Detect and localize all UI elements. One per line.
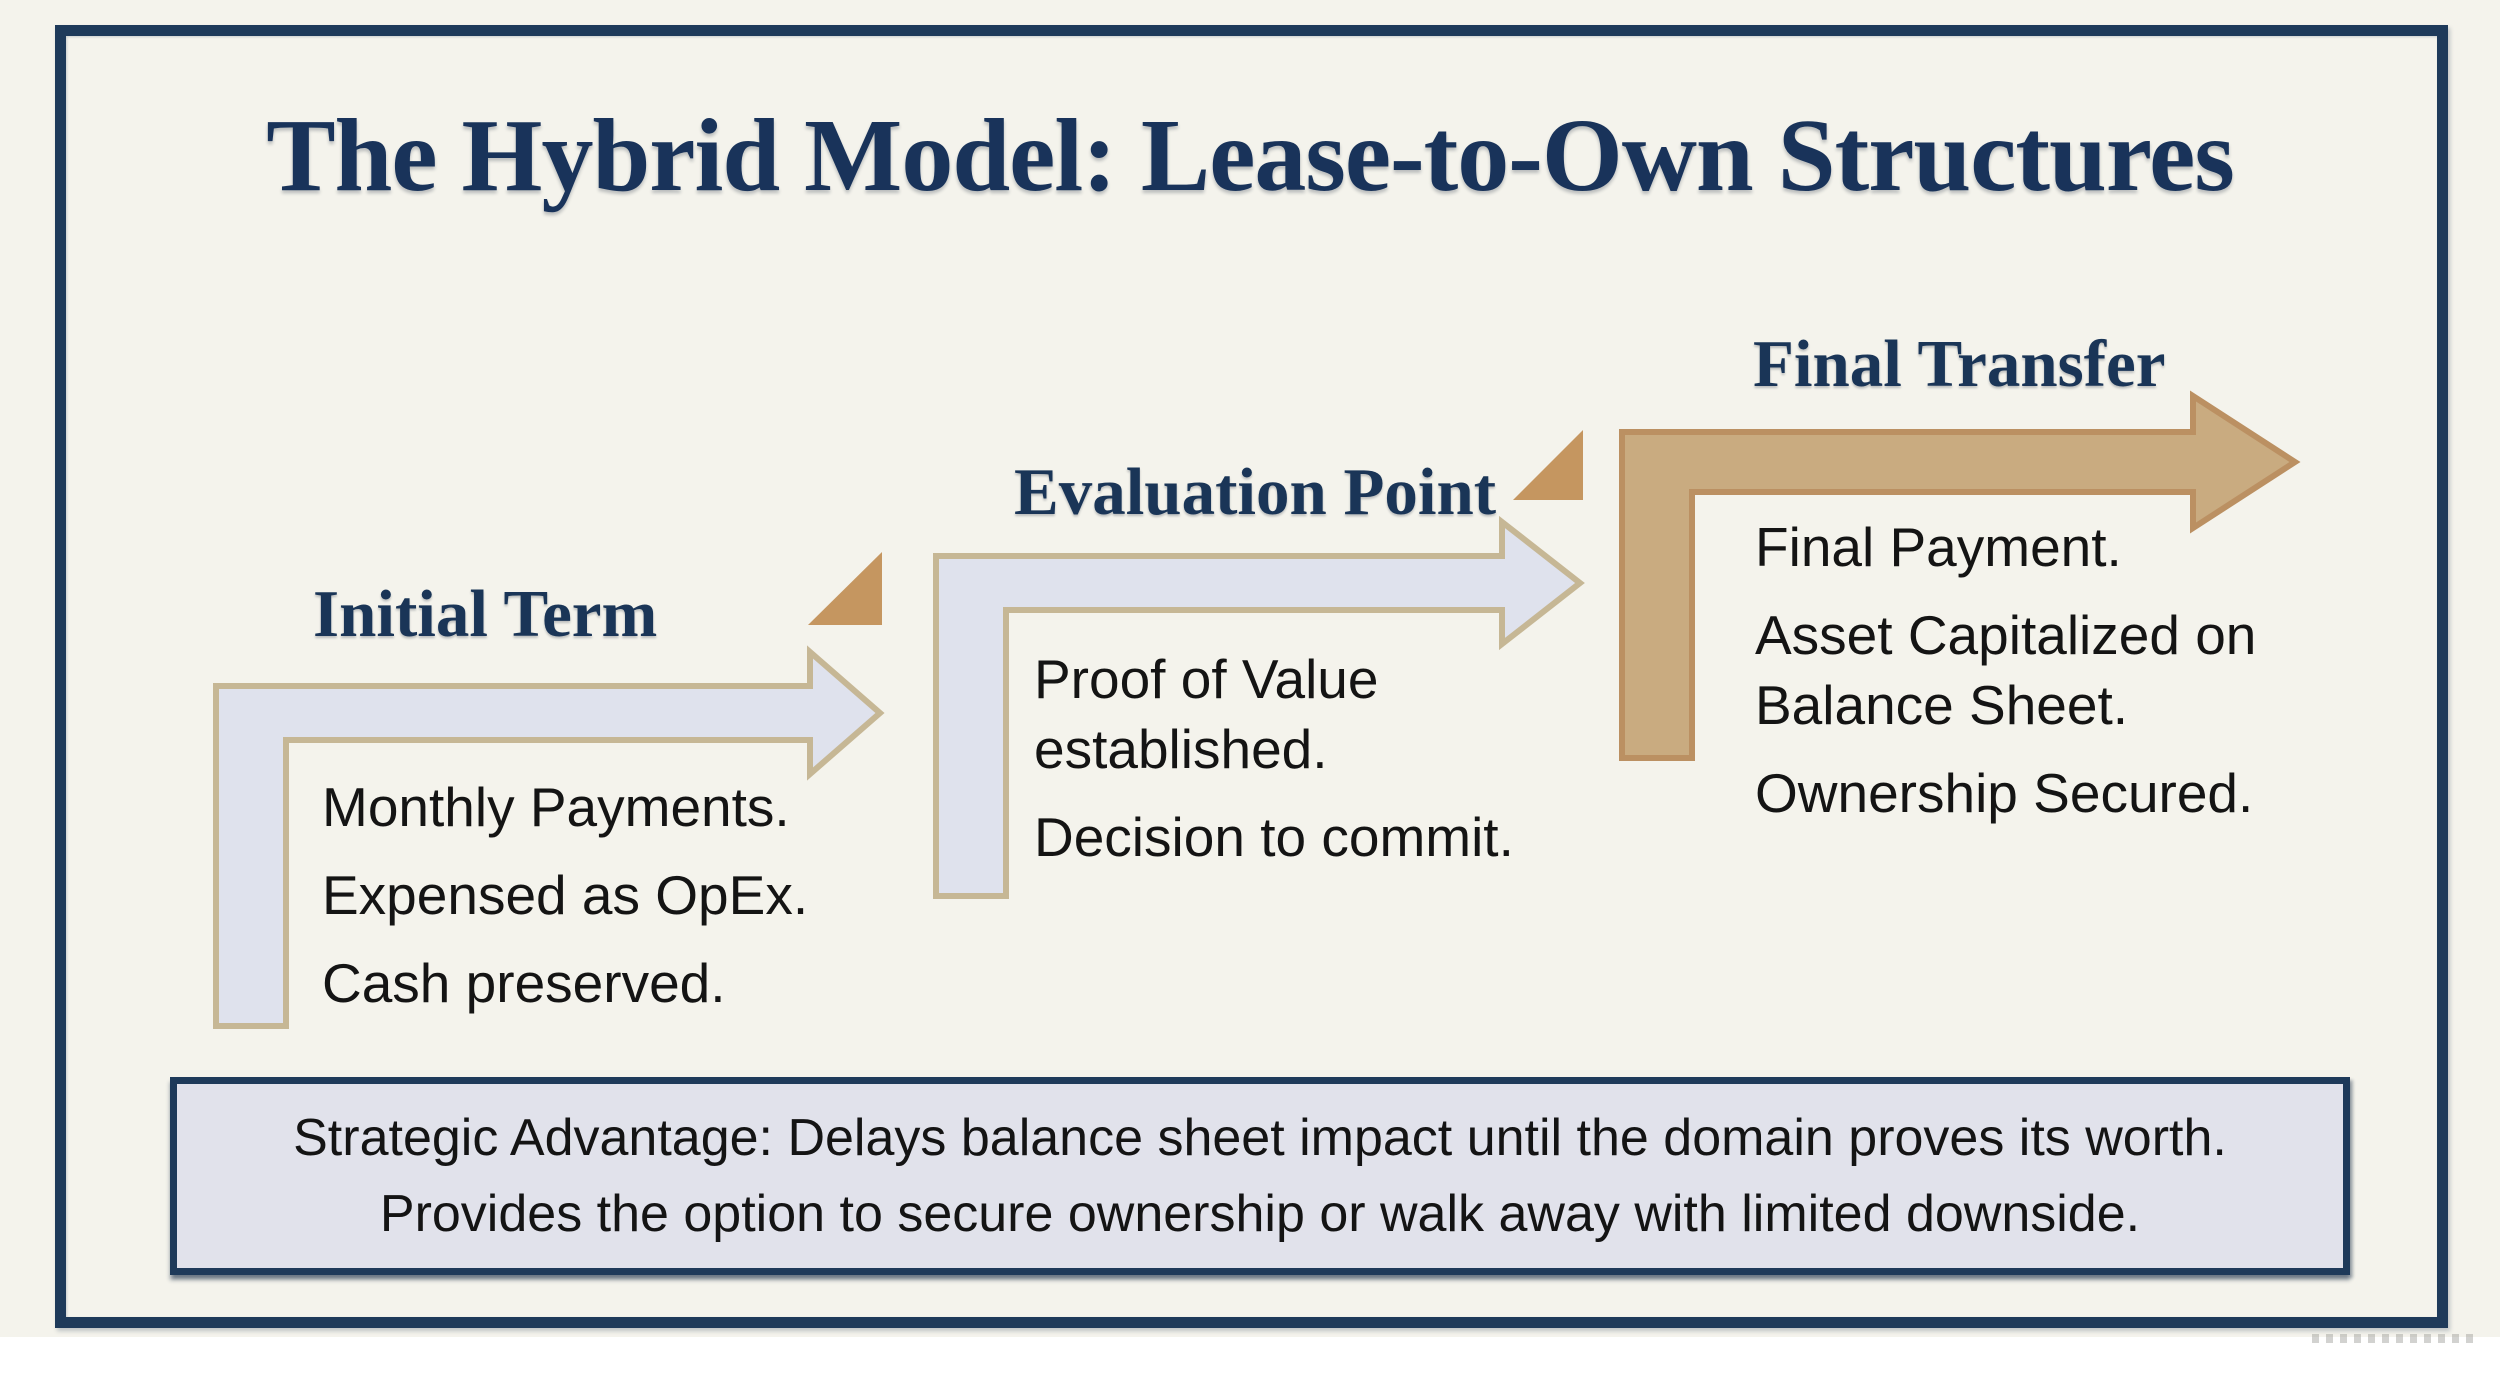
callout-line-1: Strategic Advantage: Delays balance shee… [293,1109,2227,1167]
step-details-initial-term: Monthly Payments. Expensed as OpEx. Cash… [322,772,902,1036]
step2-gold-triangle-icon [1513,430,1583,500]
step-details-evaluation-point: Proof of Value established. Decision to … [1034,644,1534,890]
step-detail-line: Asset Capitalized on Balance Sheet. [1755,604,2257,736]
step1-gold-triangle-icon [808,552,882,625]
step-detail-line: Proof of Value established. [1034,648,1379,780]
watermark-fragment [2312,1334,2480,1343]
slide-frame-border [55,25,2448,1328]
step-detail-line: Expensed as OpEx. [322,864,809,926]
step-detail-line: Final Payment. [1755,516,2122,578]
callout-line-2: Provides the option to secure ownership … [379,1185,2141,1243]
step-detail-line: Decision to commit. [1034,806,1514,868]
step-title-initial-term: Initial Term [313,577,658,651]
step-details-final-transfer: Final Payment. Asset Capitalized on Bala… [1755,512,2335,846]
slide-title: The Hybrid Model: Lease-to-Own Structure… [266,98,2235,213]
initial-term-arrow-icon [213,645,885,1029]
step-detail-line: Ownership Secured. [1755,762,2254,824]
strategic-advantage-callout: Strategic Advantage: Delays balance shee… [170,1077,2350,1275]
step-title-final-transfer: Final Transfer [1753,327,2166,401]
final-transfer-arrow-icon [1619,390,2301,761]
evaluation-point-arrow-icon [933,515,1585,899]
step-detail-line: Cash preserved. [322,952,726,1014]
step-detail-line: Monthly Payments. [322,776,790,838]
step-title-evaluation-point: Evaluation Point [1014,455,1497,529]
